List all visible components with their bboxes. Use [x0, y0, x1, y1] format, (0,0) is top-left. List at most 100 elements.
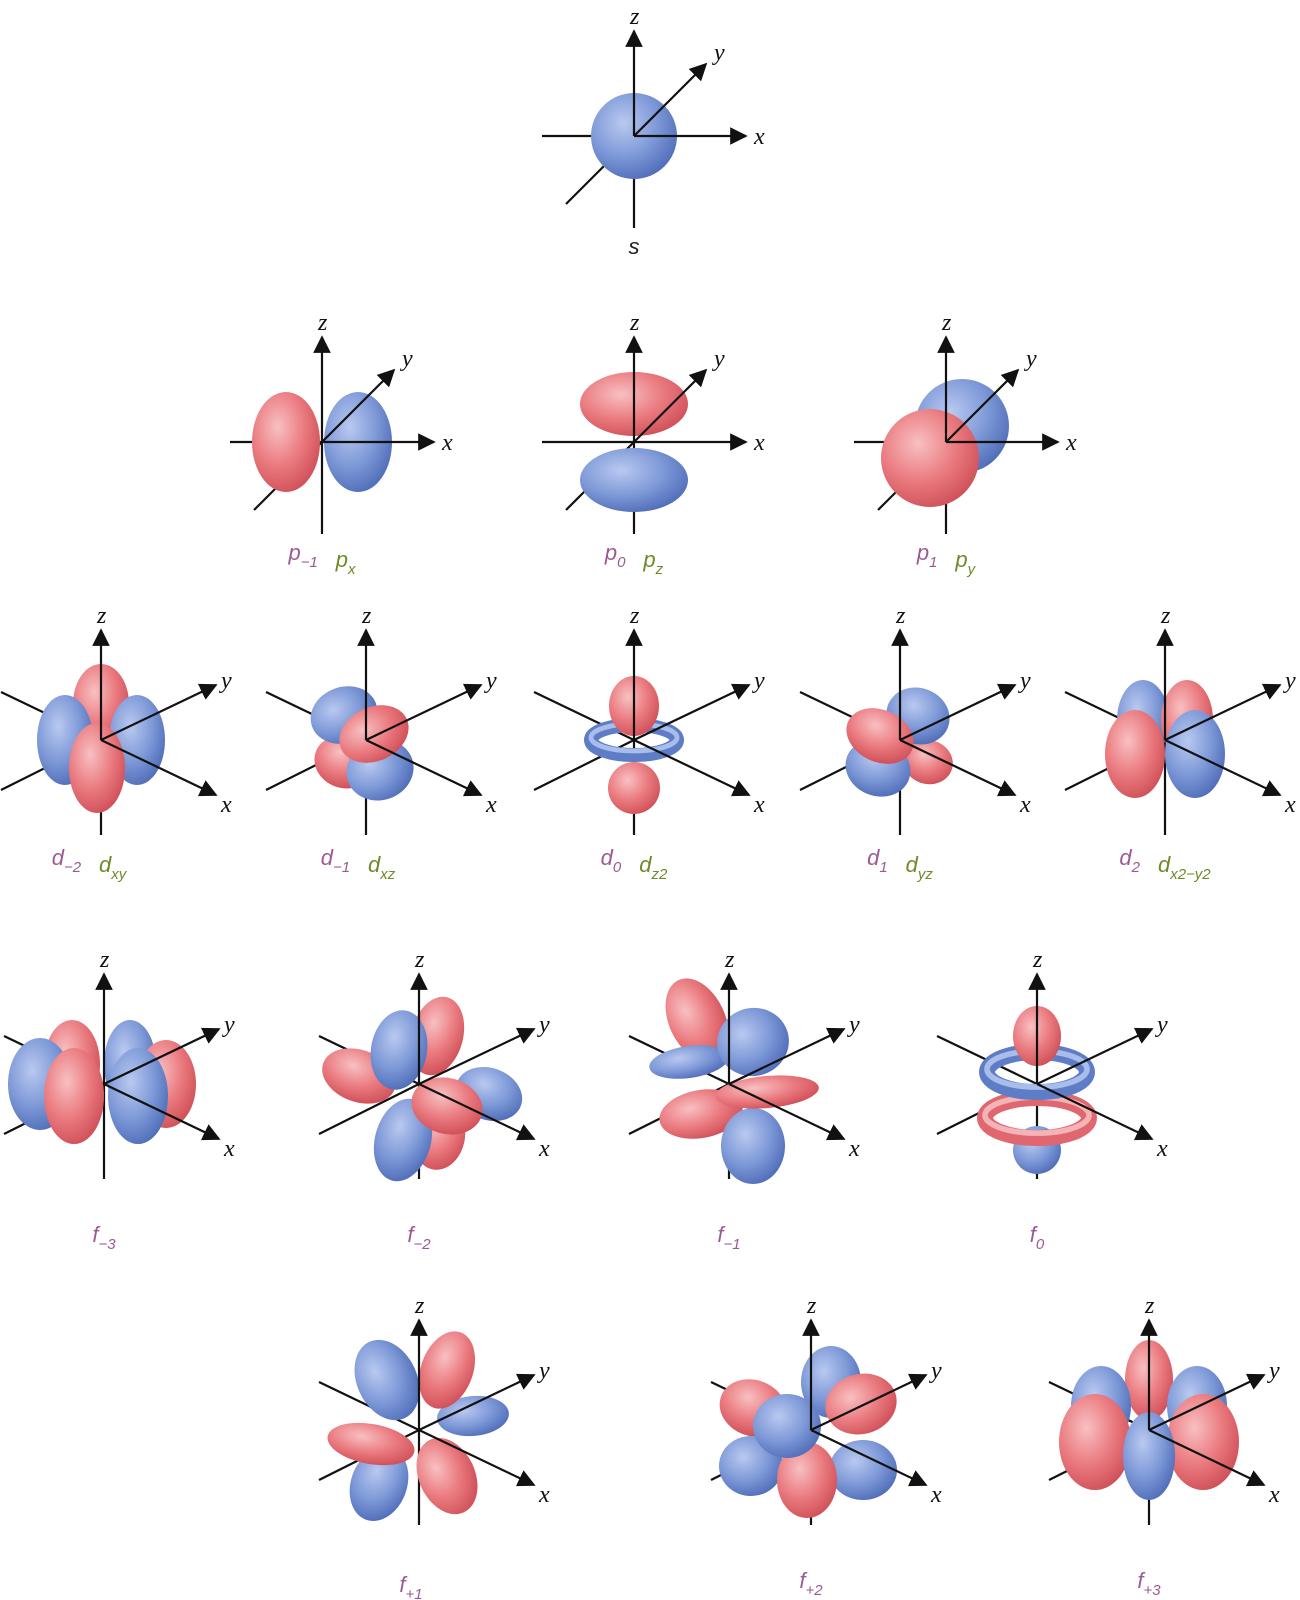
- z-axis-label: z: [1032, 947, 1043, 973]
- y-axis: [1036, 1027, 1154, 1085]
- y-axis-label: y: [219, 668, 232, 694]
- z-axis-label: z: [99, 947, 110, 973]
- f2-front-blue-lobe: [753, 1394, 821, 1458]
- f-2-upper-blue-lobe: [370, 1010, 428, 1090]
- x-axis: [899, 739, 1017, 797]
- f3-right-red-lobe: [1167, 1394, 1239, 1490]
- f1-upper-red-lobe: [418, 1331, 476, 1409]
- y-axis-label: y: [752, 668, 765, 694]
- z-axis-label: z: [629, 310, 640, 336]
- z-axis-label: z: [414, 1293, 425, 1319]
- x-axis: [810, 1429, 928, 1487]
- y-axis: [1164, 683, 1282, 741]
- f1-left-red-lobe: [327, 1422, 415, 1466]
- y-axis-label: y: [537, 1012, 550, 1038]
- x-axis-label: x: [223, 1136, 235, 1162]
- f-3-front-red-lobe: [44, 1048, 104, 1144]
- y-axis: [100, 683, 218, 741]
- f1-lower-blue-lobe: [349, 1447, 409, 1521]
- f-1-left-blue-disc: [649, 1045, 729, 1079]
- pz-lower-lobe: [580, 448, 688, 512]
- x-axis: [103, 1083, 221, 1141]
- y-axis-label: y: [1024, 346, 1037, 372]
- y-axis: [899, 683, 1017, 741]
- dyz-front-red-lobe: [846, 708, 914, 764]
- y-axis: [633, 683, 751, 741]
- y-axis-label: y: [484, 668, 497, 694]
- f2-lower-red-lobe: [777, 1442, 837, 1518]
- y-axis-label: y: [1283, 668, 1296, 694]
- f2-upper-red-lobe: [825, 1373, 897, 1435]
- x-axis: [418, 1429, 536, 1487]
- x-axis-label: x: [538, 1482, 550, 1508]
- y-axis: [418, 1027, 536, 1085]
- z-axis-label: z: [414, 947, 425, 973]
- x-axis: [365, 739, 483, 797]
- f1-label: f+1: [399, 1572, 422, 1600]
- x-axis-label: x: [538, 1136, 550, 1162]
- y-axis-label: y: [1018, 668, 1031, 694]
- y-axis: [418, 1373, 536, 1431]
- y-axis: [728, 1027, 846, 1085]
- x-axis: [728, 1083, 846, 1141]
- fm1-label: f−1: [717, 1222, 740, 1253]
- dyz-back-red-lobe: [903, 739, 953, 785]
- f1-right-blue-lobe: [437, 1395, 509, 1437]
- x-axis: [1148, 1429, 1266, 1487]
- f-3-front-blue-lobe: [108, 1048, 168, 1144]
- y-axis: [810, 1373, 928, 1431]
- px-negative-lobe: [252, 392, 320, 492]
- x-axis: [633, 739, 751, 797]
- x-axis-label: x: [1268, 1482, 1280, 1508]
- z-axis-label: z: [361, 603, 372, 629]
- f-2-front-red-lobe: [411, 1077, 483, 1135]
- y-axis-label: y: [847, 1012, 860, 1038]
- x-axis-label: x: [441, 430, 453, 456]
- z-axis-label: z: [96, 603, 107, 629]
- fm3-label: f−3: [92, 1222, 116, 1253]
- z-axis-label: z: [629, 4, 640, 30]
- y-axis-label: y: [929, 1358, 942, 1384]
- x-axis-label: x: [1156, 1136, 1168, 1162]
- x-axis-label: x: [753, 430, 765, 456]
- z-axis-label: z: [1144, 1293, 1155, 1319]
- dxz-front-red-lobe: [339, 705, 409, 763]
- f1-lower-red-lobe: [416, 1437, 478, 1515]
- fm2-label: f−2: [407, 1222, 431, 1253]
- f3-label: f+3: [1137, 1568, 1161, 1599]
- x-axis-label: x: [1284, 792, 1296, 818]
- y-axis: [945, 368, 1020, 443]
- y-axis: [365, 683, 483, 741]
- f-1-upper-red-lobe: [665, 978, 729, 1062]
- z-axis-label: z: [806, 1293, 817, 1319]
- dxy-front-red-lobe: [69, 723, 125, 813]
- f-1-lower-blue-lobe: [721, 1108, 785, 1184]
- f2-right-blue-lobe: [829, 1440, 897, 1500]
- x-axis: [1164, 739, 1282, 797]
- y-axis-label: y: [712, 346, 725, 372]
- x-axis-label: x: [220, 792, 232, 818]
- x-axis-label: x: [1019, 792, 1031, 818]
- f-1-upper-blue-lobe: [717, 1007, 789, 1077]
- y-axis: [1148, 1373, 1266, 1431]
- s-label: s: [629, 234, 640, 259]
